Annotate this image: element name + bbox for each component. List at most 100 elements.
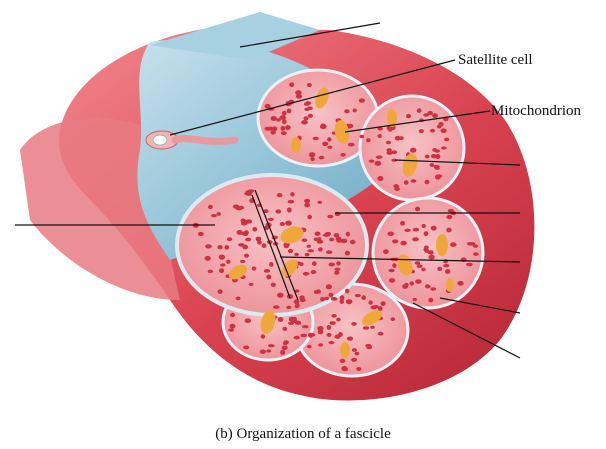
myofibril-dot bbox=[270, 116, 277, 121]
leader-mitochondrion bbox=[344, 110, 491, 133]
myofibril-dot bbox=[400, 220, 405, 226]
myofibril-dot bbox=[286, 305, 292, 310]
myofibril-dot bbox=[295, 90, 302, 95]
myofibril-dot bbox=[286, 108, 292, 114]
myofibril-dot bbox=[269, 262, 274, 267]
myofibril-dot bbox=[226, 259, 231, 264]
myofibril-dot bbox=[361, 295, 367, 301]
leader-perimysium bbox=[412, 302, 521, 359]
myofibril-dot bbox=[282, 341, 288, 346]
myofibril-dot bbox=[393, 184, 400, 189]
myofibril-dot bbox=[443, 264, 450, 268]
myofibril-dot bbox=[245, 237, 252, 242]
myofibril-dot bbox=[412, 297, 417, 302]
myofibril-dot bbox=[423, 113, 429, 117]
myofibril-dot bbox=[440, 128, 447, 133]
myofibril-dot bbox=[307, 113, 313, 118]
myofibril-dot bbox=[421, 223, 426, 229]
myofibril-dot bbox=[365, 343, 372, 348]
myofibril-dot bbox=[276, 193, 283, 198]
myofibril-dot bbox=[339, 299, 345, 304]
myofibril-dot bbox=[318, 343, 324, 347]
myofibril-dot bbox=[306, 344, 312, 349]
fiber-cross-section bbox=[175, 173, 369, 317]
mitochondria bbox=[228, 87, 454, 358]
myofibril-dot bbox=[275, 209, 282, 214]
myofibril-dot bbox=[218, 254, 226, 260]
myofibril-dot bbox=[400, 240, 407, 246]
myofibril-dot bbox=[410, 147, 417, 153]
figure-caption: (b) Organization of a fascicle bbox=[215, 426, 391, 442]
myofibril-dot bbox=[320, 123, 326, 127]
myofibril-dot bbox=[416, 264, 423, 269]
myofibril-dot bbox=[329, 237, 335, 242]
myofibril-dot bbox=[264, 225, 270, 231]
myofibril-dot bbox=[277, 292, 284, 298]
myofibril-dot bbox=[204, 255, 211, 261]
myofibril-dot bbox=[368, 300, 373, 305]
myofibril-dot bbox=[380, 301, 386, 306]
myofibril-dot bbox=[429, 163, 435, 167]
myofibril-dot bbox=[310, 270, 317, 275]
myofibril-dot bbox=[435, 174, 441, 180]
myofibril-dot bbox=[229, 323, 236, 329]
myofibril-dot bbox=[318, 155, 325, 160]
myofibril-dot bbox=[299, 262, 304, 266]
myofibril-dot bbox=[370, 305, 377, 310]
myofibril-dot bbox=[279, 222, 285, 226]
myofibril-dot bbox=[294, 252, 299, 257]
myofibril-dot bbox=[220, 263, 226, 267]
myofibril-dot bbox=[457, 280, 464, 286]
myofibril-dot bbox=[429, 250, 434, 255]
myofibril-dot bbox=[286, 207, 292, 213]
myofibril-dot bbox=[211, 214, 217, 218]
myofibril-dot bbox=[426, 284, 431, 289]
myofibril-dot bbox=[377, 127, 384, 131]
myofibril-dot bbox=[336, 261, 341, 266]
myofibril-dot bbox=[228, 328, 235, 332]
myofibril-dot bbox=[266, 349, 272, 353]
myofibril-dot bbox=[444, 137, 450, 142]
myofibril-dot bbox=[391, 158, 397, 162]
myofibril-dot bbox=[377, 331, 384, 336]
myofibril-dot bbox=[217, 245, 223, 250]
myofibril-dot bbox=[197, 231, 204, 237]
myofibril-dot bbox=[432, 148, 437, 152]
myofibril-dot bbox=[293, 335, 300, 340]
myofibril-dot bbox=[285, 125, 291, 131]
myofibril-dot bbox=[316, 239, 324, 244]
myofibril-dot bbox=[270, 130, 276, 135]
myofibril-dot bbox=[424, 245, 429, 250]
leader-lines bbox=[15, 22, 521, 359]
myofibril-dot bbox=[424, 179, 430, 185]
myofibril-dot bbox=[241, 221, 248, 225]
myofibril-dot bbox=[358, 98, 365, 103]
myofibril-dot bbox=[217, 289, 223, 294]
myofibril-dot bbox=[281, 345, 288, 351]
myofibril-dot bbox=[302, 271, 310, 276]
myofibril-dot bbox=[301, 238, 308, 242]
myofibril-dot bbox=[338, 332, 343, 337]
leader-epimysium bbox=[239, 22, 381, 48]
myofibril-dot bbox=[423, 231, 429, 237]
label-mitochondrion: Mitochondrion bbox=[491, 103, 581, 119]
myofibril-dot bbox=[267, 217, 274, 221]
myofibril-dot bbox=[316, 289, 321, 294]
myofibril-dot bbox=[377, 176, 384, 181]
myofibril-dot bbox=[368, 159, 375, 163]
myofibril-dot bbox=[446, 227, 452, 233]
myofibril-dot bbox=[290, 192, 295, 197]
myofibril-dot bbox=[418, 129, 424, 134]
myofibril-dot bbox=[282, 110, 287, 116]
myofibril-dot bbox=[244, 191, 251, 196]
myofibril-dot bbox=[392, 263, 397, 268]
leader-sarcolemma bbox=[279, 256, 521, 263]
myofibril-dot bbox=[314, 231, 321, 236]
myofibril-dot bbox=[344, 109, 350, 114]
myofibril-dot bbox=[345, 299, 353, 305]
myofibril-dot bbox=[240, 259, 246, 264]
myofibril-dot bbox=[359, 134, 365, 139]
myofibril-dot bbox=[443, 259, 448, 264]
myofibril-dot bbox=[238, 205, 245, 210]
myofibril-dot bbox=[251, 266, 257, 271]
